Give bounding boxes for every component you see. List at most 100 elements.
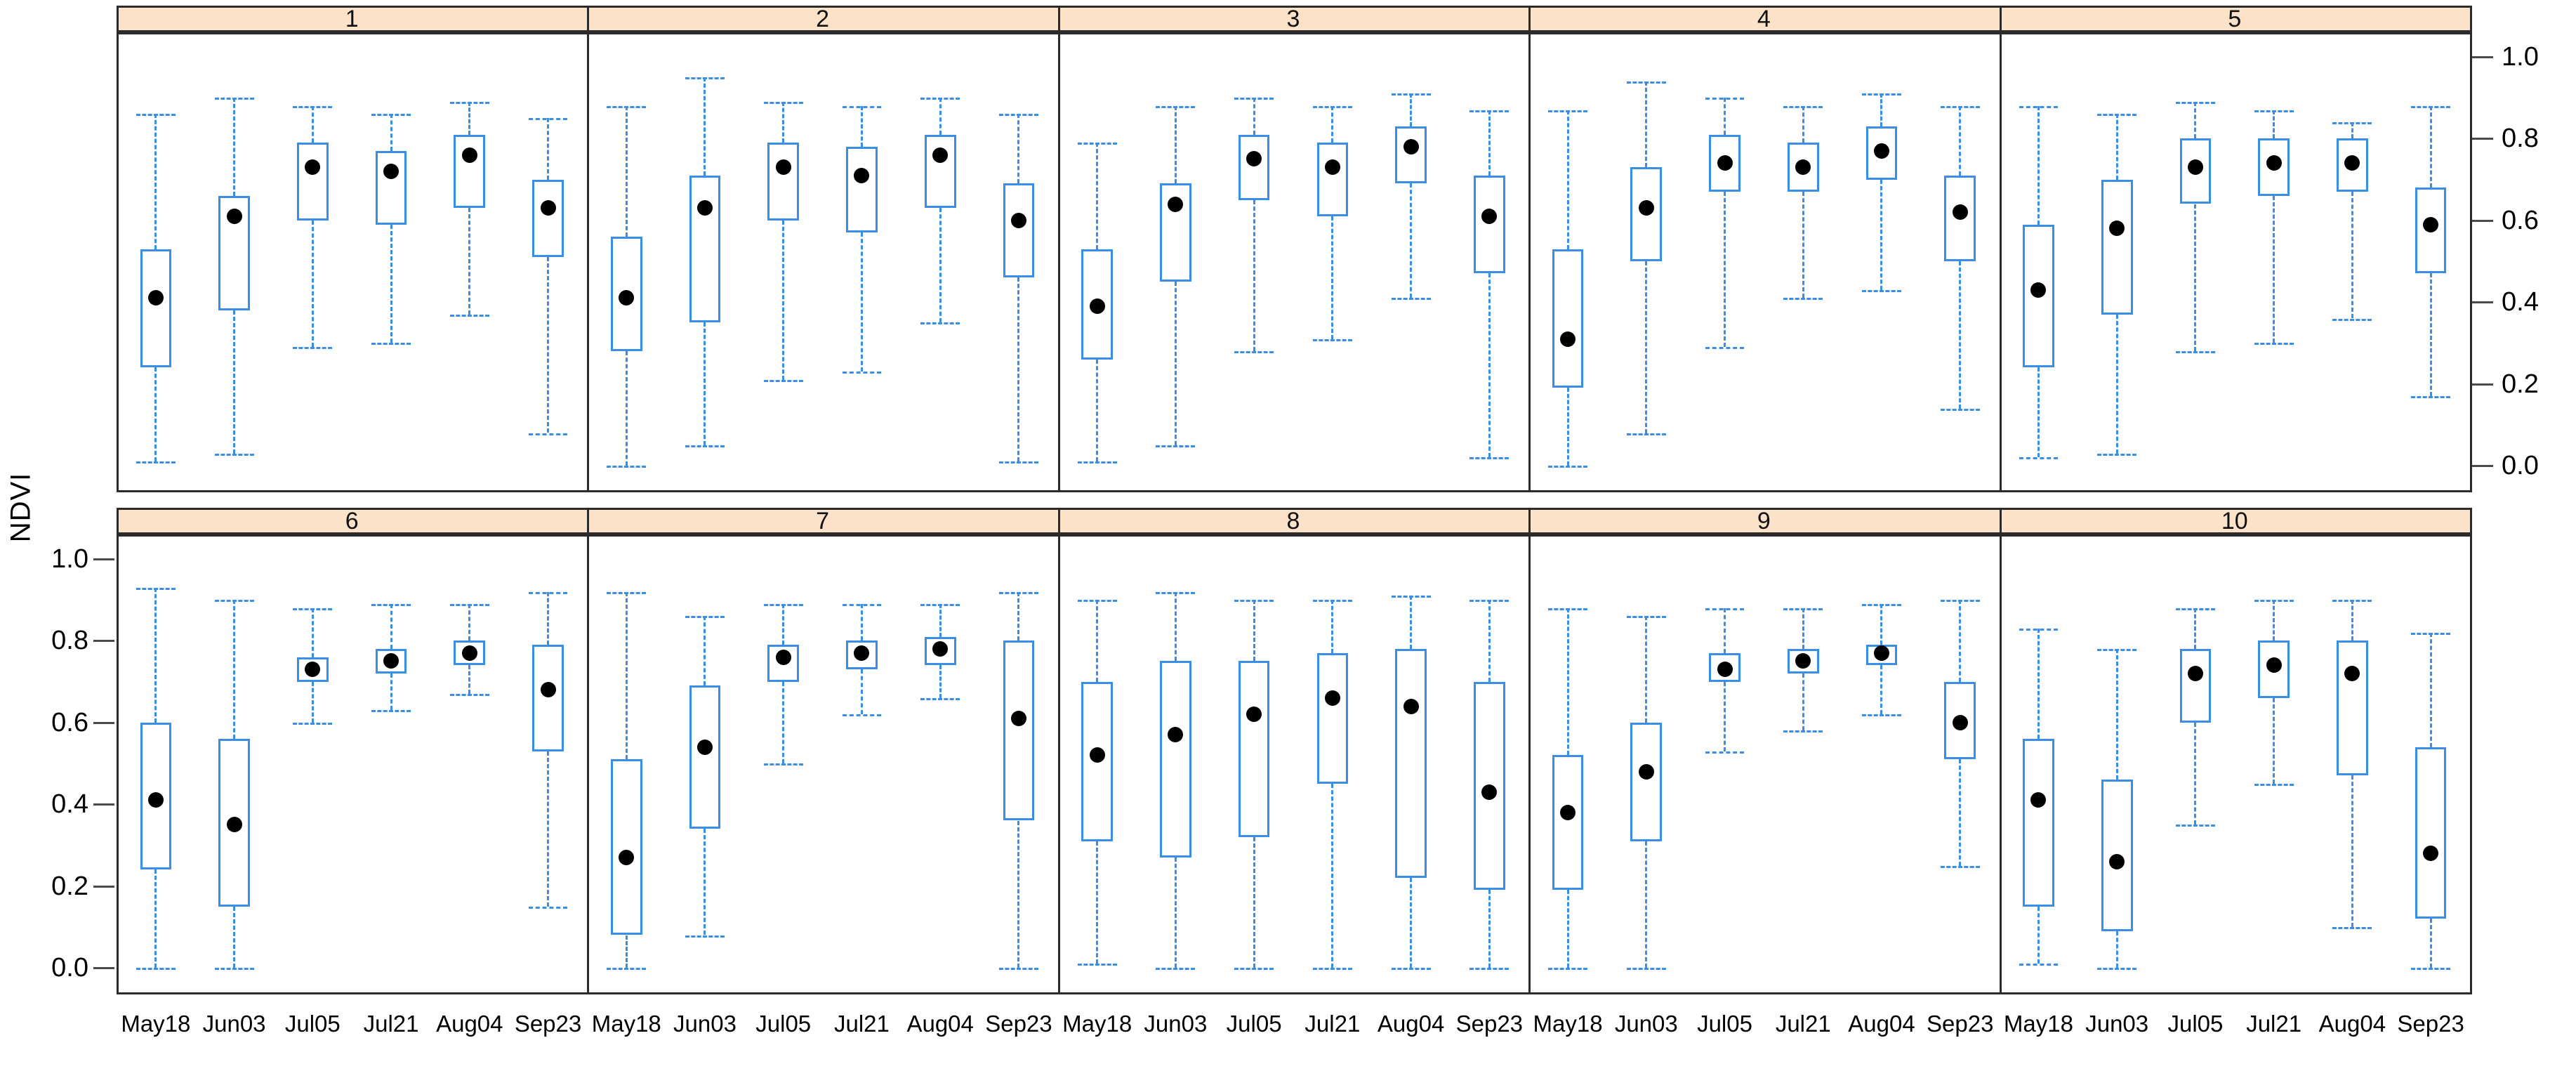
lower-whisker-cap: [1940, 408, 1980, 411]
mean-marker: [1952, 714, 1968, 730]
x-axis-label-Jul21-col3: Jul21: [1304, 1011, 1361, 1037]
boxplot-2-May18: [587, 32, 666, 490]
box-iqr: [1865, 126, 1898, 180]
mean-marker: [1560, 331, 1576, 347]
upper-whisker: [625, 105, 628, 237]
mean-marker: [1403, 698, 1419, 714]
upper-whisker: [154, 587, 157, 723]
lower-whisker-cap: [1391, 298, 1431, 301]
lower-whisker: [1566, 388, 1569, 466]
upper-whisker-cap: [371, 114, 411, 117]
upper-whisker: [782, 603, 785, 645]
boxplot-6-Jul05: [273, 534, 352, 992]
lower-whisker: [1017, 820, 1020, 968]
box-iqr: [1395, 649, 1427, 878]
y-axis-label-0.8-row2: 0.8: [51, 626, 88, 656]
mean-marker: [1873, 645, 1889, 661]
upper-whisker-cap: [763, 101, 803, 104]
box-iqr: [1003, 640, 1035, 821]
box-iqr: [532, 645, 564, 751]
box-iqr: [1552, 755, 1584, 891]
upper-whisker: [1645, 616, 1648, 723]
mean-marker: [226, 817, 242, 833]
upper-whisker: [2351, 122, 2353, 139]
upper-whisker-cap: [1391, 93, 1431, 96]
upper-whisker-cap: [2175, 101, 2215, 104]
lower-whisker-cap: [607, 968, 647, 971]
upper-whisker: [860, 603, 863, 641]
lower-whisker: [1331, 784, 1334, 968]
mean-marker: [775, 649, 791, 665]
box-iqr: [296, 143, 329, 221]
lower-whisker: [2037, 906, 2040, 964]
panel-frame-top-row2: [117, 508, 2470, 510]
upper-whisker: [1724, 98, 1726, 135]
upper-whisker-cap: [2332, 122, 2372, 125]
panel-plot-area-8: [1058, 534, 1528, 992]
mean-marker: [2423, 846, 2439, 862]
lower-whisker-cap: [1469, 968, 1510, 971]
boxplot-8-Sep23: [1450, 534, 1528, 992]
upper-whisker: [468, 101, 471, 135]
lower-whisker: [939, 208, 942, 323]
lower-whisker: [2351, 192, 2353, 319]
upper-whisker: [2194, 101, 2197, 139]
boxplot-9-Jul21: [1764, 534, 1842, 992]
x-axis-label-Jul05-col4: Jul05: [1697, 1011, 1752, 1037]
boxplot-1-May18: [117, 32, 195, 490]
lower-whisker-cap: [842, 372, 882, 374]
lower-whisker-cap: [1234, 968, 1274, 971]
boxplot-7-Jun03: [666, 534, 744, 992]
panel-2: 2: [587, 6, 1058, 490]
boxplot-8-Jul05: [1215, 534, 1293, 992]
mean-marker: [1481, 208, 1498, 224]
x-axis-label-Sep23-col5: Sep23: [2397, 1011, 2464, 1037]
box-iqr: [767, 645, 800, 682]
mean-marker: [1246, 151, 1262, 167]
box-iqr: [218, 195, 250, 310]
lower-whisker-cap: [1783, 730, 1823, 733]
upper-whisker-cap: [136, 114, 176, 117]
boxplot-5-Jul05: [2156, 32, 2235, 490]
boxplot-7-May18: [587, 534, 666, 992]
lower-whisker-cap: [2097, 453, 2137, 456]
boxplot-4-May18: [1528, 32, 1607, 490]
box-iqr: [1787, 143, 1819, 192]
mean-marker: [2344, 155, 2360, 171]
strip-divider-row1: [117, 32, 2470, 34]
upper-whisker: [1017, 591, 1020, 641]
y-axis-tick-0.6-row1: [2472, 219, 2493, 222]
lower-whisker-cap: [1234, 351, 1274, 354]
upper-whisker-cap: [214, 600, 254, 603]
box-iqr: [1238, 134, 1270, 200]
panel-separator-r1c5: [2470, 6, 2472, 492]
mean-marker: [147, 290, 164, 306]
x-axis-label-Aug04-col4: Aug04: [1848, 1011, 1915, 1037]
upper-whisker: [625, 591, 628, 760]
x-axis-label-Jun03-col4: Jun03: [1614, 1011, 1678, 1037]
y-axis-tick-0.4-row2: [93, 803, 114, 806]
box-iqr: [689, 175, 721, 323]
mean-marker: [1795, 653, 1811, 669]
upper-whisker-cap: [1391, 596, 1431, 598]
x-axis-label-Jul21-col5: Jul21: [2246, 1011, 2302, 1037]
lower-whisker-cap: [371, 343, 411, 346]
box-iqr: [846, 147, 878, 233]
panel-3: 3: [1057, 6, 1529, 490]
upper-whisker-cap: [1783, 105, 1823, 108]
mean-marker: [1638, 200, 1654, 216]
upper-whisker: [2037, 628, 2040, 740]
box-iqr: [2023, 224, 2054, 368]
lower-whisker: [782, 681, 785, 763]
lower-whisker: [1017, 277, 1020, 462]
panel-8: 8: [1057, 508, 1529, 992]
lower-whisker: [1880, 179, 1883, 290]
upper-whisker: [860, 105, 863, 147]
upper-whisker: [1096, 600, 1099, 682]
lower-whisker: [1410, 878, 1413, 968]
upper-whisker-cap: [1940, 600, 1980, 603]
upper-whisker: [2273, 600, 2276, 641]
panel-separator-r1c4: [1999, 6, 2002, 492]
upper-whisker-cap: [998, 591, 1038, 594]
